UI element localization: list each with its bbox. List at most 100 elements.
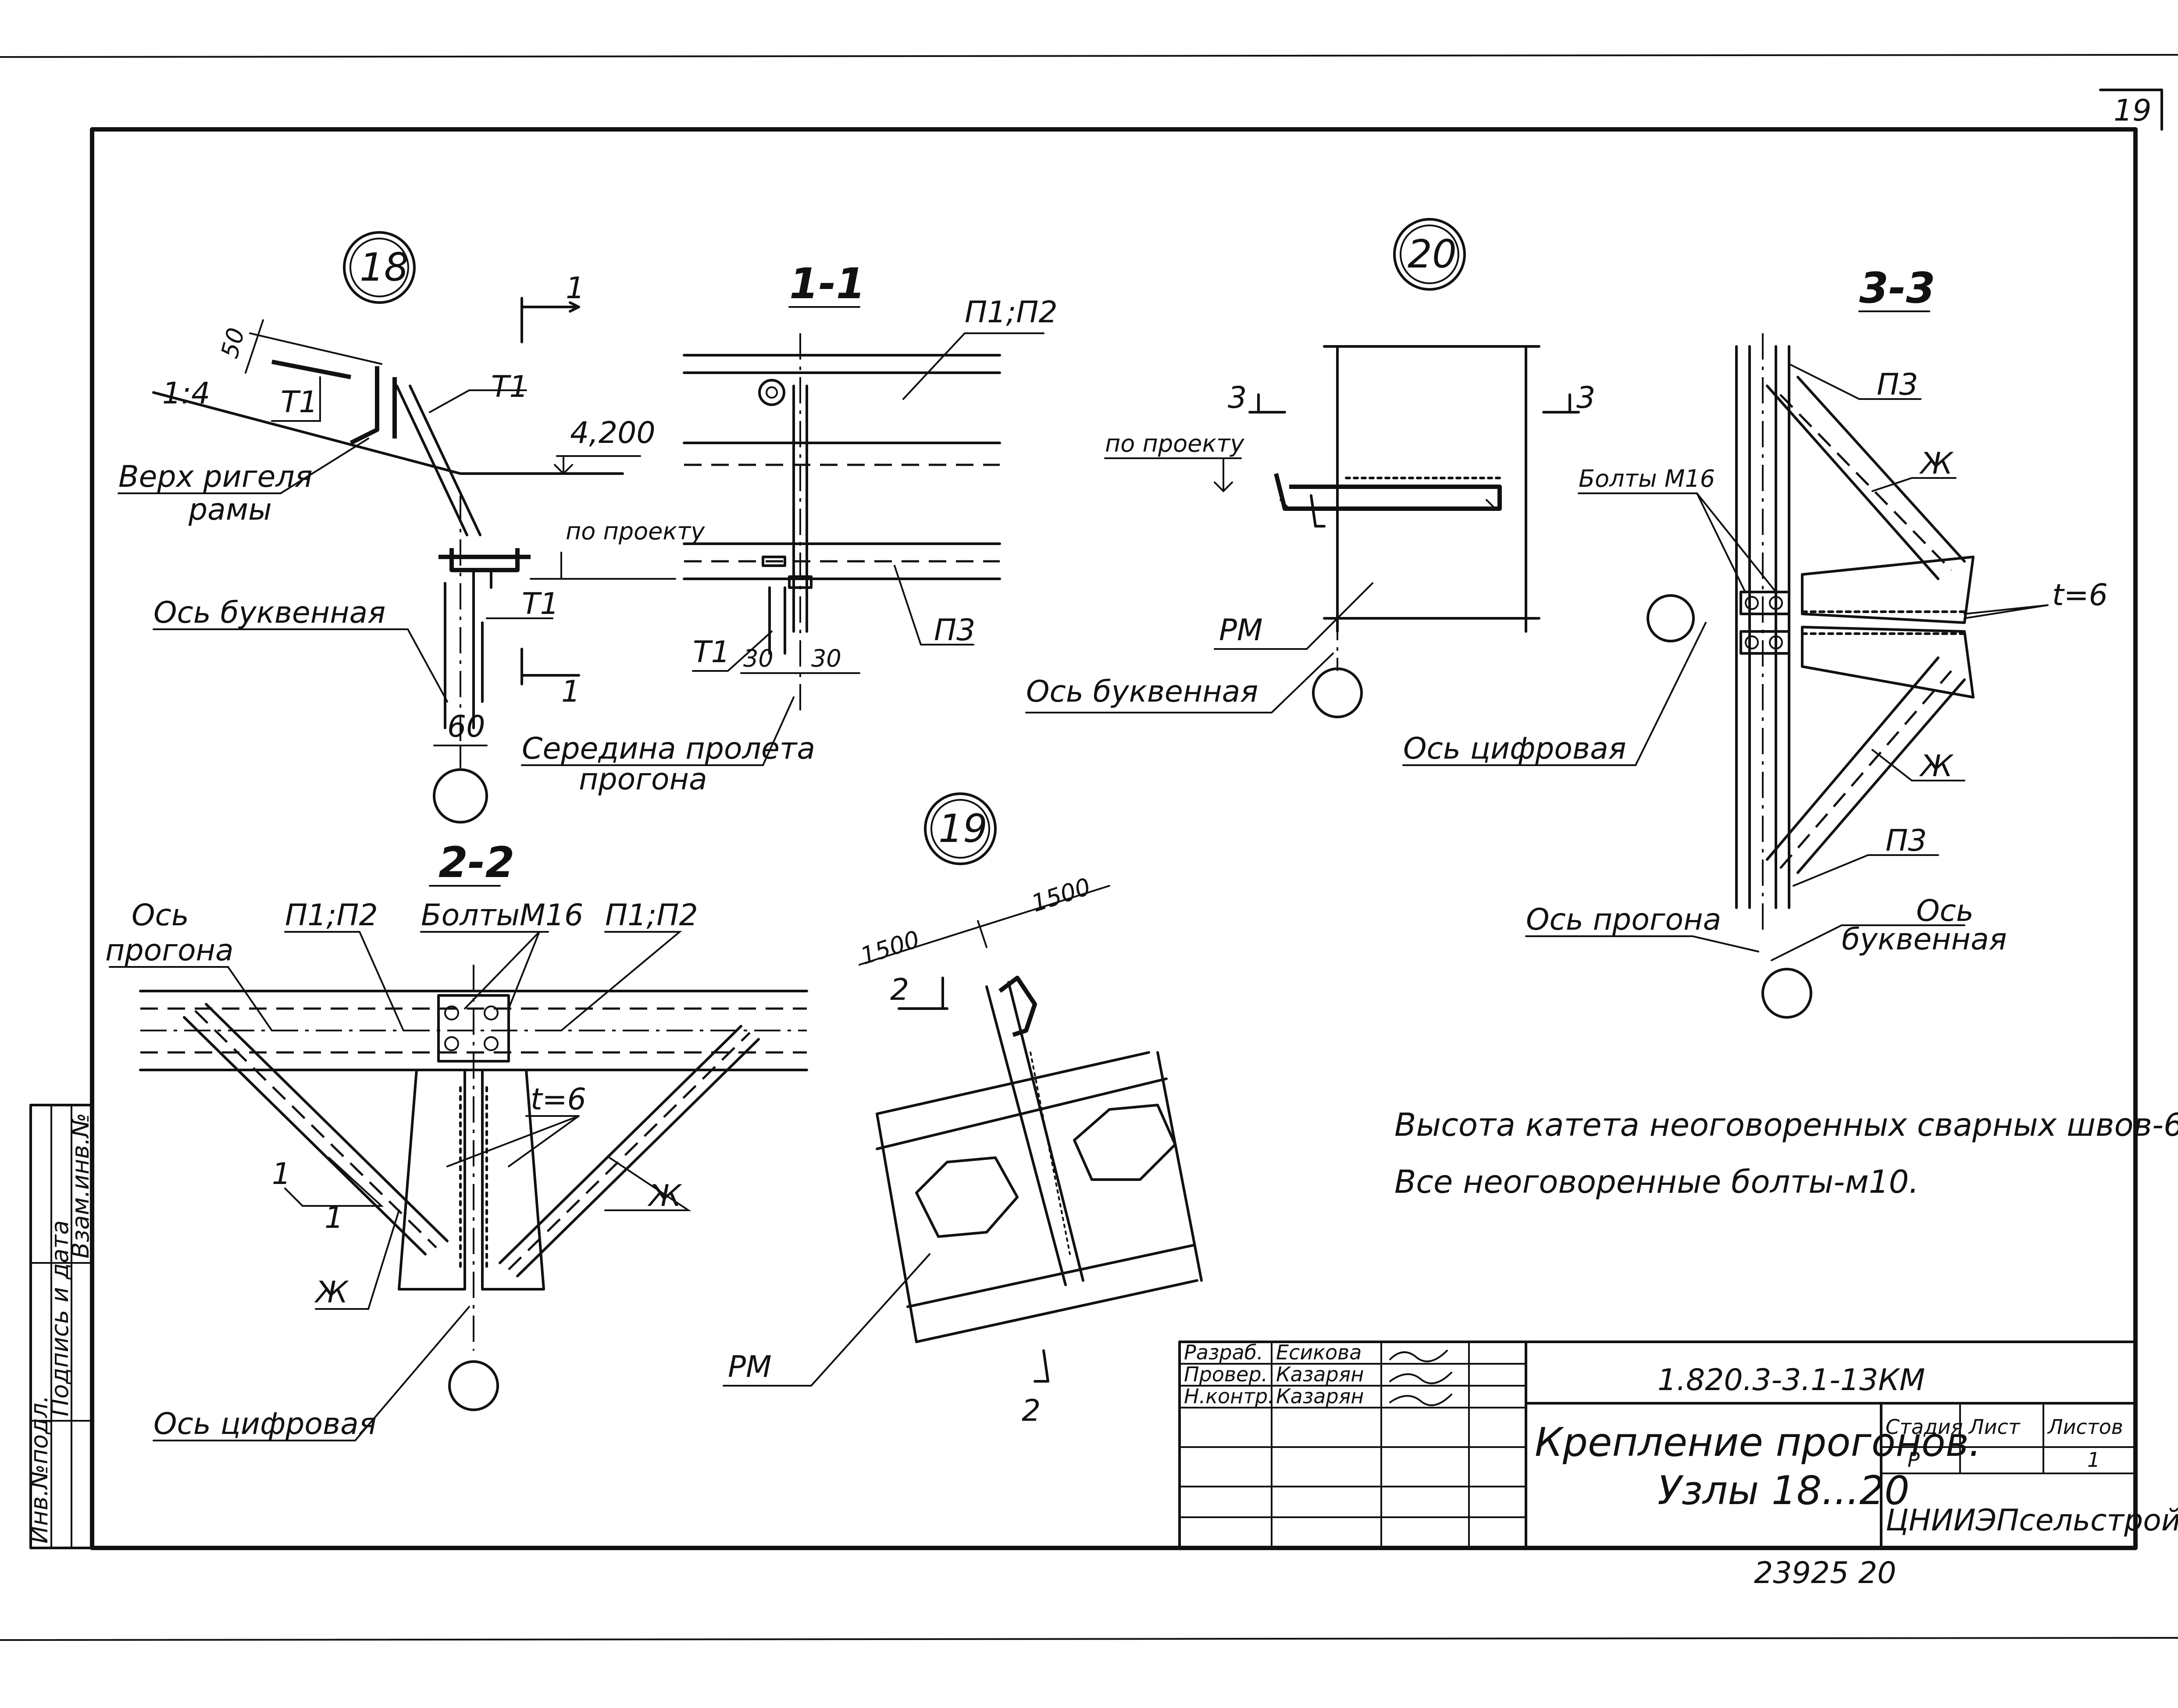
name-prover: Казарян [1276, 1362, 1364, 1386]
cut-3-left: 3 [1228, 381, 1247, 415]
side-stamp-col1: Инв.№подл. [25, 1395, 53, 1544]
po-proektu-20: по проекту [1105, 430, 1244, 457]
section-2-2: 2-2 Ось прогона П1;П2 БолтыМ16 П1;П2 t=6 [105, 838, 808, 1441]
progona-label-22: прогона [105, 933, 234, 968]
node-20-marker [1393, 218, 1466, 291]
p3-label-33b: П3 [1886, 824, 1927, 858]
dim-60: 60 [447, 710, 485, 744]
cut-3-right: 3 [1576, 381, 1595, 415]
dim-1500b: 1500 [1028, 873, 1094, 917]
os-label-33: Ось [1916, 894, 1974, 928]
os-bukvennaya-18: Ось буквенная [153, 595, 385, 630]
p3-label-11: П3 [934, 613, 975, 648]
po-proektu-18: по проекту [566, 517, 705, 545]
t1-label-18c: Т1 [522, 587, 559, 621]
dim-1500a: 1500 [857, 925, 923, 970]
t6-label-22: t=6 [531, 1082, 586, 1117]
dim-50: 50 [216, 325, 250, 361]
sheets-header: Листов [2047, 1415, 2123, 1439]
node-19-number: 19 [938, 806, 987, 851]
bolty-m16-33: Болты М16 [1579, 465, 1715, 492]
t1-label-11: Т1 [693, 635, 730, 670]
sheet-number-box [2099, 89, 2163, 131]
note-line-1: Высота катета неоговоренных сварных швов… [1394, 1106, 2178, 1143]
one-label-22a: 1 [272, 1157, 291, 1191]
section-3-3: 3-3 П3 Болты М16 Ж t=6 Ж Ось ци [1402, 264, 2108, 1019]
title-line-2: Узлы 18...20 [1658, 1468, 1910, 1514]
section-2-2-title: 2-2 [438, 838, 514, 887]
os-cifrovaya-22: Ось цифровая [153, 1407, 377, 1441]
cut-1-top: 1 [566, 271, 585, 306]
axis-circle-33 [1647, 594, 1695, 642]
os-label-22: Ось [132, 898, 189, 933]
drawing-frame [90, 127, 2138, 1550]
note-line-2: Все неоговоренные болты-м10. [1394, 1163, 1919, 1200]
os-bukvennaya-20: Ось буквенная [1026, 674, 1258, 709]
stage-header: Стадия [1886, 1415, 1963, 1439]
rm-label-20: РМ [1219, 613, 1263, 648]
dim-30a: 30 [743, 645, 774, 672]
t6-label-33: t=6 [2052, 578, 2108, 613]
cut-2-top: 2 [890, 973, 909, 1007]
os-progona-33: Ось прогона [1526, 902, 1721, 937]
t1-label-18b: Т1 [491, 370, 528, 404]
signatures [1389, 1350, 1452, 1406]
name-nkontr: Казарян [1276, 1384, 1364, 1408]
role-nkontr: Н.контр. [1184, 1384, 1274, 1408]
side-stamp: Инв.№подл. Подпись и дата Взам.инв.№ [25, 1104, 94, 1549]
scan-edge-top [0, 54, 2178, 58]
axis-circle-18 [433, 768, 488, 824]
role-razrab: Разраб. [1184, 1341, 1263, 1364]
verkh-rigelya: Верх ригеля [118, 460, 313, 494]
sheet-number: 19 [2114, 93, 2152, 128]
p3-label-33a: П3 [1877, 367, 1918, 402]
one-label-22b: 1 [324, 1201, 343, 1235]
node-20-detail: 20 3 3 по проекту РМ Ось буквенная [1025, 218, 1595, 718]
t1-label-18: Т1 [281, 385, 318, 420]
section-1-1-title: 1-1 [789, 259, 865, 308]
os-cifrovaya-33: Ось цифровая [1403, 731, 1626, 766]
axis-circle-33b [1761, 968, 1812, 1019]
p1p2-label-22b: П1;П2 [605, 898, 698, 933]
cut-2-bottom: 2 [1022, 1394, 1041, 1428]
elevation-4200: 4,200 [570, 416, 656, 450]
section-3-3-title: 3-3 [1859, 264, 1935, 313]
side-stamp-col2: Подпись и дата [46, 1220, 74, 1416]
bukvennaya-label-33: буквенная [1842, 922, 2007, 957]
doc-code: 1.820.3-3.1-13КМ [1658, 1363, 1925, 1398]
node-18-marker [343, 231, 416, 304]
node-20-number: 20 [1408, 232, 1457, 277]
role-prover: Провер. [1184, 1362, 1268, 1386]
bottom-code: 23925 20 [1754, 1556, 1896, 1590]
node-19-detail: 19 1500 1500 2 2 РМ [723, 792, 1203, 1428]
node-18-number: 18 [360, 245, 409, 290]
node-18-detail: 18 1 1 1:4 50 Т1 Т1 4,200 Верх ригеля ра… [118, 231, 705, 824]
rm-label-19: РМ [728, 1350, 772, 1384]
sheets-value: 1 [2087, 1448, 2100, 1472]
slope-label: 1:4 [162, 376, 210, 411]
seredina-label: Середина пролета [522, 731, 815, 766]
scan-edge-bottom [0, 1637, 2178, 1641]
name-razrab: Есикова [1276, 1341, 1362, 1364]
axis-circle-20 [1312, 667, 1363, 718]
organization: ЦНИИЭПсельстрой [1886, 1503, 2178, 1538]
p1p2-label-11: П1;П2 [965, 295, 1058, 330]
title-line-1: Крепление прогонов. [1535, 1419, 1981, 1466]
node-19-marker [924, 792, 997, 865]
bolty-m16-22: БолтыМ16 [421, 898, 583, 933]
side-stamp-col3: Взам.инв.№ [67, 1113, 94, 1259]
ramy-label: рамы [188, 492, 272, 527]
zh-label-33a: Ж [1919, 446, 1954, 481]
cut-1-bottom: 1 [561, 674, 580, 709]
progona-label: прогона [579, 762, 707, 797]
p1p2-label-22a: П1;П2 [285, 898, 378, 933]
section-1-1: 1-1 П1;П2 П3 Т1 30 30 Середина пролета п… [521, 259, 1058, 797]
title-block: Разраб. Провер. Н.контр. Есикова Казарян… [1178, 1341, 2178, 1549]
zh-label-33b: Ж [1919, 749, 1954, 784]
zh-label-22b: Ж [314, 1275, 349, 1310]
axis-circle-22 [448, 1360, 499, 1411]
stage-value: Р [1907, 1448, 1920, 1472]
zh-label-22a: Ж [647, 1179, 682, 1213]
sheet-header: Лист [1968, 1415, 2021, 1439]
